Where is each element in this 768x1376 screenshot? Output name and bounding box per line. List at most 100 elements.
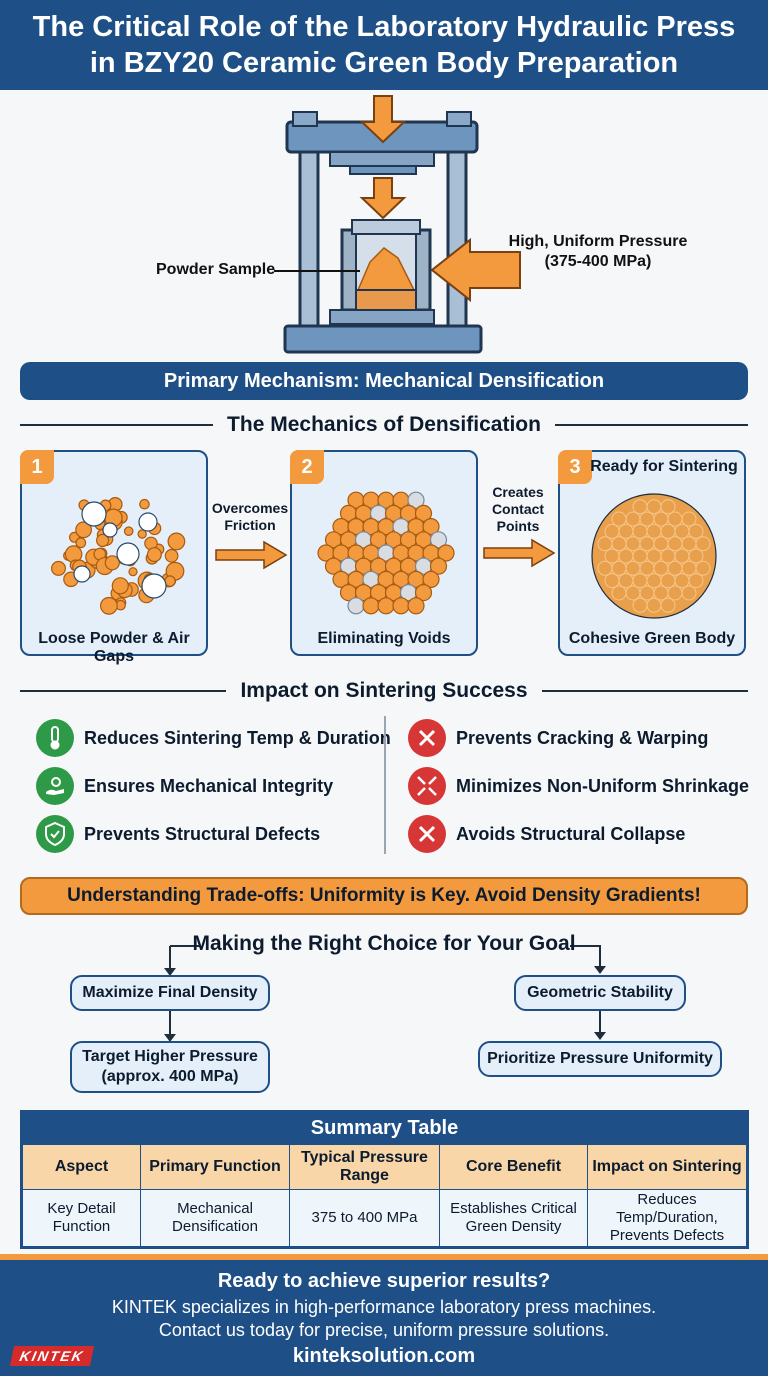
compacted-particle	[429, 557, 448, 575]
air-gap	[102, 522, 118, 538]
mechanics-title: The Mechanics of Densification	[227, 413, 541, 436]
prevents-item: Avoids Structural Collapse	[408, 815, 685, 853]
impact-title: Impact on Sintering Success	[240, 679, 528, 702]
powder-particle	[146, 547, 162, 563]
grain-outline	[681, 585, 697, 601]
action-prioritize-uniformity: Prioritize Pressure Uniformity	[478, 1041, 722, 1077]
compacted-particle	[362, 597, 380, 615]
footer-url[interactable]: kinteksolution.com	[292, 1345, 476, 1367]
grain-outline	[695, 560, 711, 576]
powder-particle	[111, 577, 129, 595]
footer-line2: Contact us today for precise, uniform pr…	[158, 1320, 610, 1340]
hydraulic-press-illustration	[274, 95, 521, 354]
goal-maximize-density: Maximize Final Density	[70, 975, 270, 1011]
header-cell: Impact on Sintering	[587, 1144, 747, 1190]
step-caption-3: Cohesive Green Body	[568, 630, 736, 647]
summary-title: Summary Table	[22, 1112, 747, 1144]
step-caption-2: Eliminating Voids	[317, 630, 451, 647]
air-gap	[116, 542, 140, 566]
loose-powder-illustration	[51, 496, 186, 615]
compacted-particle	[422, 570, 440, 589]
action-line2: (approx. 400 MPa)	[101, 1068, 239, 1085]
powder-particle	[75, 537, 87, 549]
prevents-text: Minimizes Non-Uniform Shrinkage	[456, 775, 750, 796]
air-gap	[138, 512, 158, 532]
prevents-item: Prevents Cracking & Warping	[408, 719, 708, 757]
pressure-label-line1: High, Uniform Pressure	[508, 233, 688, 250]
shield-check-icon	[36, 815, 74, 853]
prevents-item: Minimizes Non-Uniform Shrinkage	[408, 767, 749, 805]
step-number-2: 2	[290, 450, 324, 484]
footer: Ready to achieve superior results? KINTE…	[0, 1254, 768, 1376]
arrow-right-icon	[215, 540, 288, 570]
compacted-particle	[407, 597, 425, 615]
benefit-item: Ensures Mechanical Integrity	[36, 767, 333, 805]
choice-connectors	[164, 945, 606, 1042]
step-top-caption-3: Ready for Sintering	[590, 458, 738, 475]
page-title-line2: in BZY20 Ceramic Green Body Preparation	[89, 47, 679, 79]
prevents-text: Avoids Structural Collapse	[456, 823, 686, 844]
table-row: Key Detail Function Mechanical Densifica…	[22, 1189, 747, 1247]
benefit-text: Ensures Mechanical Integrity	[84, 775, 334, 796]
powder-particle	[167, 532, 186, 551]
x-mark-icon	[408, 815, 446, 853]
arrow-label-creates-contact-points: Creates Contact Points	[478, 484, 558, 535]
arrow2-line3: Points	[496, 518, 540, 534]
mechanics-section-title: The Mechanics of Densification	[20, 410, 748, 440]
step-card-eliminating-voids: 2 Eliminating Voids	[290, 450, 478, 656]
page-title-line1: The Critical Role of the Laboratory Hydr…	[32, 11, 736, 43]
impact-divider	[384, 716, 386, 854]
impact-section-title: Impact on Sintering Success	[20, 676, 748, 706]
grain-outline	[660, 597, 676, 613]
arrow2-line1: Creates	[492, 484, 544, 500]
arrow1-line1: Overcomes	[211, 500, 289, 516]
header-cell: Aspect	[22, 1144, 141, 1190]
air-gap	[81, 501, 107, 527]
action-line1: Target Higher Pressure	[82, 1048, 258, 1065]
powder-particle	[123, 526, 134, 536]
mechanism-banner: Primary Mechanism: Mechanical Densificat…	[20, 362, 748, 400]
kintek-logo: KINTEK	[9, 1346, 95, 1366]
compacted-particle	[392, 597, 410, 615]
compacted-particle	[437, 544, 455, 562]
powder-particle	[51, 560, 67, 576]
step-card-green-body: 3 Ready for Sintering Cohesive Green Bod…	[558, 450, 746, 656]
arrow1-line2: Friction	[224, 517, 276, 533]
benefit-item: Prevents Structural Defects	[36, 815, 320, 853]
powder-particle	[104, 555, 120, 571]
footer-headline: Ready to achieve superior results?	[217, 1270, 551, 1292]
table-header-row: Aspect Primary Function Typical Pressure…	[22, 1144, 747, 1190]
green-body-illustration	[591, 493, 717, 619]
thermometer-icon	[36, 719, 74, 757]
grain-outline	[660, 499, 676, 515]
step-number-1: 1	[20, 450, 54, 484]
step-caption-1: Loose Powder & Air Gaps	[38, 630, 190, 665]
powder-particle	[95, 533, 110, 548]
compacted-particle	[422, 517, 440, 536]
compacted-particle	[347, 597, 365, 615]
powder-particle	[137, 529, 147, 539]
action-target-higher-pressure: Target Higher Pressure (approx. 400 MPa)	[70, 1041, 270, 1093]
summary-grid: Aspect Primary Function Typical Pressure…	[22, 1144, 747, 1247]
grain-outline	[688, 573, 704, 589]
compacted-particle	[429, 531, 448, 549]
table-cell: Mechanical Densification	[140, 1189, 290, 1247]
pressure-label: High, Uniform Pressure (375-400 MPa)	[498, 232, 698, 272]
header-cell: Primary Function	[140, 1144, 290, 1190]
title-bar: The Critical Role of the Laboratory Hydr…	[0, 0, 768, 90]
benefit-item: Reduces Sintering Temp & Duration	[36, 719, 391, 757]
powder-particle	[164, 548, 179, 563]
compacted-particle	[377, 597, 395, 615]
pressure-label-line2: (375-400 MPa)	[544, 253, 652, 270]
step-number-3: 3	[558, 450, 592, 484]
goal-geometric-stability: Geometric Stability	[514, 975, 686, 1011]
table-cell: Reduces Temp/Duration, Prevents Defects	[587, 1189, 747, 1247]
gear-hand-icon	[36, 767, 74, 805]
compacted-particle	[407, 491, 425, 509]
powder-particle	[99, 596, 118, 615]
powder-particle	[128, 567, 138, 577]
table-cell: Key Detail Function	[22, 1189, 141, 1247]
compacted-particle	[414, 504, 433, 523]
air-gap	[141, 573, 167, 599]
arrow-label-overcomes-friction: Overcomes Friction	[210, 500, 290, 534]
